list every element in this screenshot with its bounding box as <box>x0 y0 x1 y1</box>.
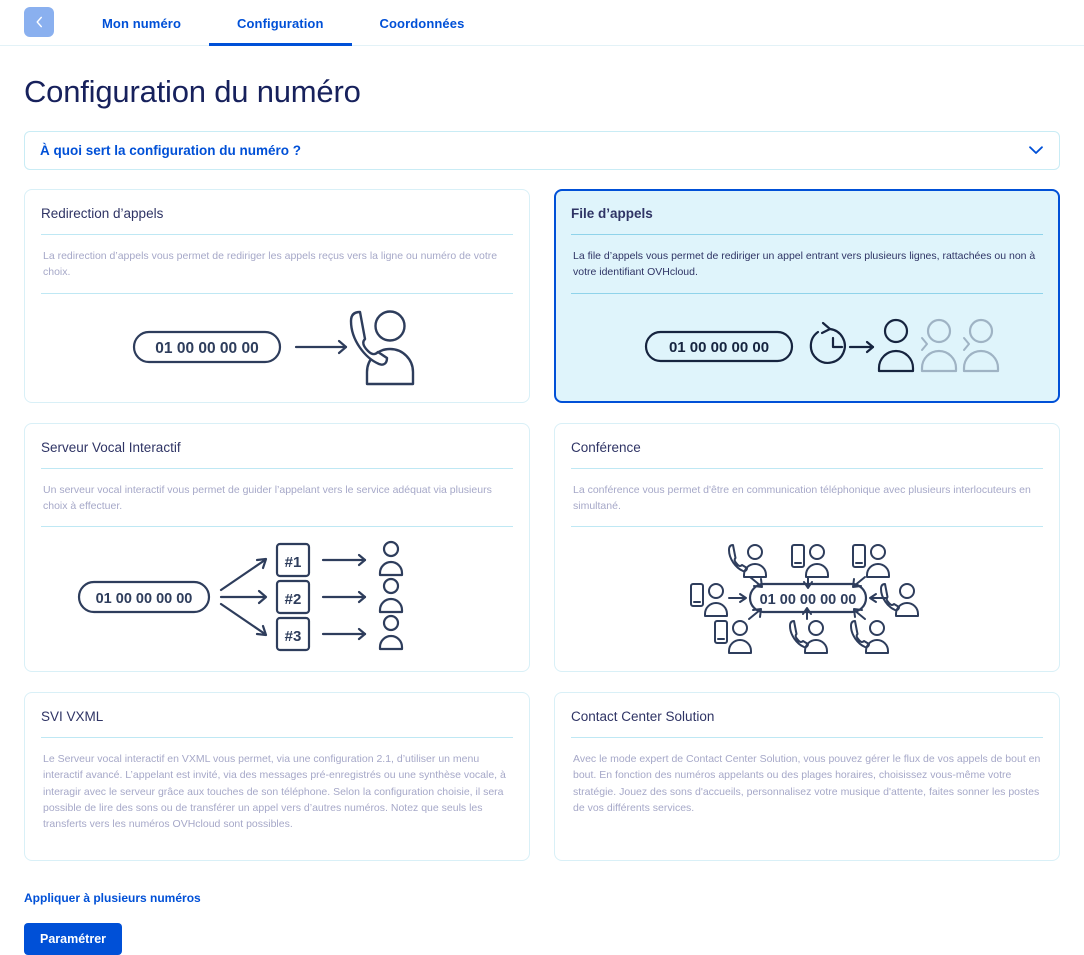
card-title: Serveur Vocal Interactif <box>41 439 181 455</box>
chevron-left-icon <box>35 16 44 28</box>
card-divider-top <box>571 234 1043 235</box>
card-description: La file d’appels vous permet de redirige… <box>573 250 1036 279</box>
option-card-conference[interactable]: Conférence La conférence vous permet d'ê… <box>554 422 1060 673</box>
queue-illustration: 01 00 00 00 00 <box>571 294 1043 388</box>
card-divider-top <box>41 737 513 739</box>
card-divider-bottom <box>571 526 1043 528</box>
option-card-redirection-dappels[interactable]: Redirection d’appels La redirection d’ap… <box>24 189 530 403</box>
tab-configuration[interactable]: Configuration <box>209 0 352 46</box>
apply-to-multiple-numbers-link[interactable]: Appliquer à plusieurs numéros <box>24 891 201 906</box>
card-number-label: 01 00 00 00 00 <box>155 340 258 357</box>
card-description: Le Serveur vocal interactif en VXML vous… <box>43 753 506 831</box>
card-divider-bottom <box>41 292 513 294</box>
ivr-option-label: #3 <box>285 628 302 645</box>
option-card-contact-center-solution[interactable]: Contact Center Solution Avec le mode exp… <box>554 692 1060 862</box>
card-divider-bottom <box>41 526 513 528</box>
option-card-file-dappels[interactable]: File d’appels La file d’appels vous perm… <box>554 189 1060 403</box>
tab-label: Configuration <box>237 15 324 31</box>
conference-illustration: 01 00 00 00 00 <box>571 527 1043 657</box>
ivr-option-label: #2 <box>285 591 302 608</box>
option-card-serveur-vocal-interactif[interactable]: Serveur Vocal Interactif Un serveur voca… <box>24 422 530 673</box>
tab-mon-numero[interactable]: Mon numéro <box>74 0 209 46</box>
card-title: Redirection d’appels <box>41 206 164 221</box>
tab-list: Mon numéro Configuration Coordonnées <box>74 0 492 46</box>
help-accordion-label: À quoi sert la configuration du numéro ? <box>40 143 302 158</box>
redirection-illustration: 01 00 00 00 00 <box>41 294 513 388</box>
card-divider-top <box>41 234 513 235</box>
chevron-down-icon[interactable] <box>1029 142 1043 160</box>
card-title: Conférence <box>571 439 641 455</box>
card-description: Un serveur vocal interactif vous permet … <box>43 483 492 512</box>
tab-coordonnees[interactable]: Coordonnées <box>352 0 493 46</box>
help-accordion[interactable]: À quoi sert la configuration du numéro ? <box>24 131 1060 170</box>
page-footer: Appliquer à plusieurs numéros Paramétrer <box>24 889 1084 955</box>
option-card-svi-vxml[interactable]: SVI VXML Le Serveur vocal interactif en … <box>24 692 530 862</box>
ivr-illustration: 01 00 00 00 00 #1 #2 <box>41 527 513 657</box>
page-title: Configuration du numéro <box>24 74 361 109</box>
tab-label: Mon numéro <box>102 15 181 31</box>
tab-label: Coordonnées <box>379 15 465 31</box>
card-number-label: 01 00 00 00 00 <box>96 591 193 607</box>
top-navigation-bar: Mon numéro Configuration Coordonnées <box>0 0 1084 46</box>
parametrer-button[interactable]: Paramétrer <box>24 923 123 955</box>
card-description: La conférence vous permet d'être en comm… <box>573 483 1031 512</box>
card-title: File d’appels <box>571 206 653 221</box>
card-title: Contact Center Solution <box>571 709 715 725</box>
card-divider-bottom <box>571 292 1043 294</box>
card-divider-top <box>571 737 1043 739</box>
card-number-label: 01 00 00 00 00 <box>760 592 857 608</box>
back-button[interactable] <box>24 7 54 37</box>
configuration-options-grid: Redirection d’appels La redirection d’ap… <box>24 189 1060 862</box>
card-divider-top <box>41 467 513 469</box>
card-number-label: 01 00 00 00 00 <box>669 339 769 356</box>
ivr-option-label: #1 <box>285 554 302 571</box>
card-description: La redirection d’appels vous permet de r… <box>43 250 498 279</box>
card-description: Avec le mode expert de Contact Center So… <box>573 753 1041 814</box>
card-title: SVI VXML <box>41 709 104 725</box>
card-divider-top <box>571 467 1043 469</box>
